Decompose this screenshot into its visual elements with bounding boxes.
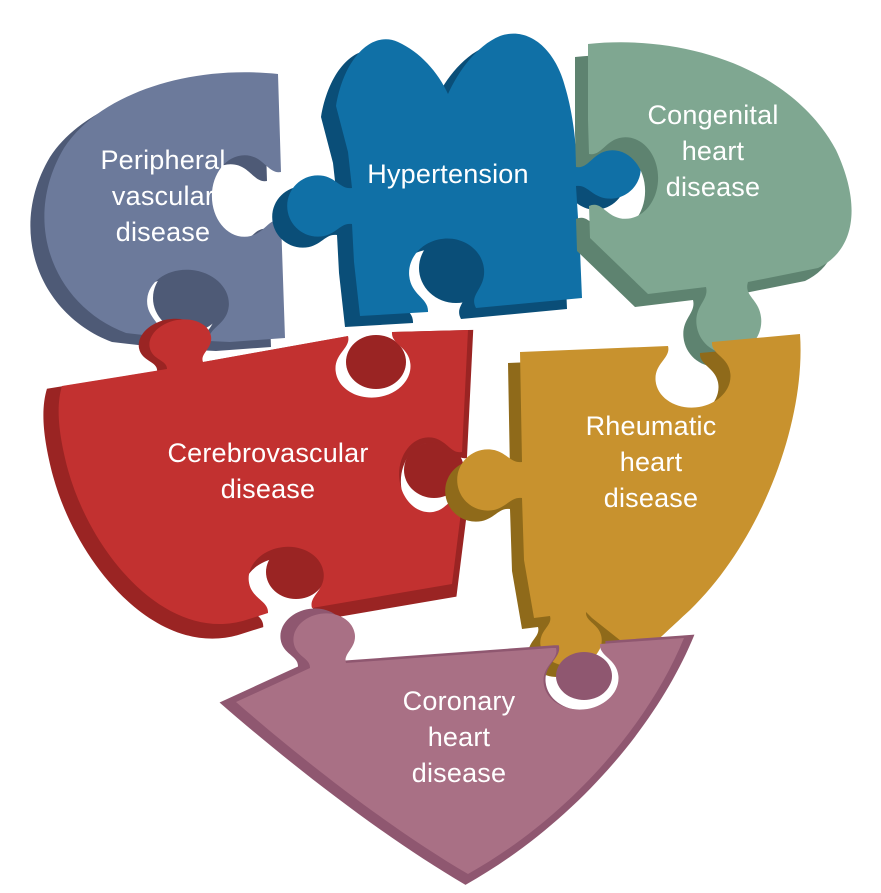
puzzle-piece-hypertension bbox=[272, 33, 641, 327]
puzzle-piece-peripheral-vascular-disease bbox=[30, 72, 285, 352]
piece-face-coronary-heart-disease bbox=[236, 613, 684, 874]
puzzle-piece-rheumatic-heart-disease bbox=[445, 334, 801, 678]
piece-face-cerebrovascular-disease bbox=[58, 319, 468, 625]
socket-shading-peripheral-vascular-disease bbox=[153, 264, 225, 332]
label-peripheral-vascular-disease: Peripheral vascular disease bbox=[100, 145, 226, 247]
piece-face-congenital-heart-disease bbox=[588, 42, 852, 354]
puzzle-piece-cerebrovascular-disease bbox=[43, 318, 474, 639]
label-coronary-heart-disease: Coronary heart disease bbox=[402, 686, 516, 788]
socket-shading-hypertension bbox=[419, 233, 493, 303]
piece-face-hypertension bbox=[287, 33, 641, 316]
label-cerebrovascular-disease: Cerebrovascular disease bbox=[167, 438, 369, 504]
label-rheumatic-heart-disease: Rheumatic heart disease bbox=[585, 411, 717, 513]
puzzle-piece-coronary-heart-disease bbox=[219, 608, 695, 885]
socket-shading-coronary-heart-disease bbox=[556, 652, 612, 700]
socket-shading-cerebrovascular-disease bbox=[266, 545, 326, 599]
label-congenital-heart-disease: Congenital heart disease bbox=[647, 100, 779, 202]
socket-shading-cerebrovascular-disease bbox=[346, 335, 406, 389]
piece-face-peripheral-vascular-disease bbox=[44, 72, 285, 343]
piece-face-rheumatic-heart-disease bbox=[457, 334, 801, 667]
puzzle-piece-congenital-heart-disease bbox=[575, 42, 852, 367]
label-hypertension: Hypertension bbox=[367, 159, 529, 189]
